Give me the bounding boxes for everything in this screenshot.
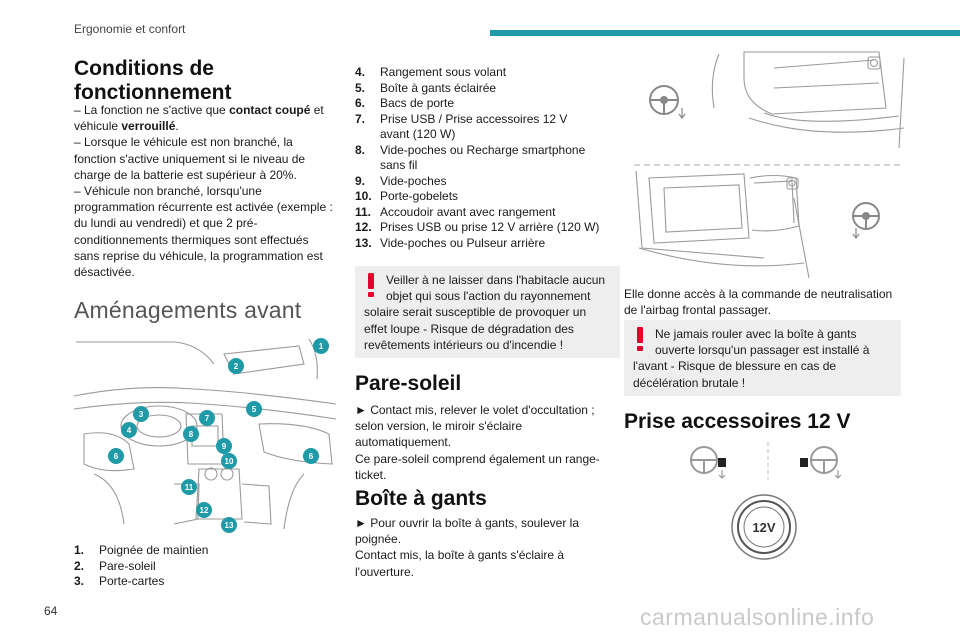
callout-1: 1 bbox=[319, 342, 324, 351]
condition-item-1: – La fonction ne s'active que contact co… bbox=[74, 103, 324, 134]
list-item: 3.Porte-cartes bbox=[74, 574, 165, 588]
warning-box-sun: Veiller à ne laisser dans l'habitacle au… bbox=[355, 266, 620, 358]
warning-icon bbox=[633, 326, 653, 356]
socket-illustration: 12V bbox=[664, 440, 884, 560]
airbag-text: Elle donne accès à la commande de neutra… bbox=[624, 287, 893, 318]
fittings-list-2: 4.Rangement sous volant 5.Boîte à gants … bbox=[355, 65, 620, 251]
callout-8: 8 bbox=[189, 430, 194, 439]
warning-icon bbox=[364, 272, 384, 302]
glovebox-heading: Boîte à gants bbox=[355, 487, 487, 510]
glovebox-illustration bbox=[624, 48, 909, 283]
list-item: 8.Vide-poches ou Recharge smartphone san… bbox=[355, 142, 586, 173]
list-item: 11.Accoudoir avant avec rangement bbox=[355, 204, 556, 219]
fittings-list-1: 1.Poignée de maintien 2.Pare-soleil 3.Po… bbox=[74, 543, 336, 590]
socket-label: 12V bbox=[752, 520, 775, 535]
list-item: 10.Porte-gobelets bbox=[355, 189, 459, 203]
callout-11: 11 bbox=[185, 483, 194, 492]
list-item: 12.Prises USB ou prise 12 V arrière (120… bbox=[355, 220, 600, 234]
warning-box-glovebox: Ne jamais rouler avec la boîte à gants o… bbox=[624, 320, 901, 396]
callout-7: 7 bbox=[205, 414, 210, 423]
list-item: 7.Prise USB / Prise accessoires 12 V ava… bbox=[355, 111, 568, 142]
conditions-heading: Conditions de fonctionnement bbox=[74, 57, 232, 104]
list-item: 4.Rangement sous volant bbox=[355, 65, 507, 79]
steering-wheel-icon-left bbox=[690, 446, 726, 479]
list-item: 5.Boîte à gants éclairée bbox=[355, 80, 497, 95]
list-item: 1.Poignée de maintien bbox=[74, 543, 209, 557]
callout-12: 12 bbox=[200, 506, 209, 515]
list-item: 13.Vide-poches ou Pulseur arrière bbox=[355, 235, 546, 250]
socket-12v-icon: 12V bbox=[731, 494, 797, 560]
callout-5: 5 bbox=[252, 405, 257, 414]
callout-10: 10 bbox=[225, 457, 234, 466]
callout-6-right: 6 bbox=[309, 452, 314, 461]
condition-item-3: – Véhicule non branché, lorsqu'une progr… bbox=[74, 184, 333, 280]
steering-wheel-icon-bottom bbox=[852, 202, 880, 239]
list-item: 2.Pare-soleil bbox=[74, 558, 156, 573]
condition-item-2: – Lorsque le véhicule est non branché, l… bbox=[74, 135, 306, 182]
sunvisor-heading: Pare-soleil bbox=[355, 372, 462, 395]
list-item: 9.Vide-poches bbox=[355, 173, 447, 188]
conditions-text: – La fonction ne s'active que contact co… bbox=[74, 102, 336, 280]
callout-4: 4 bbox=[127, 426, 132, 435]
cockpit-illustration: 1 2 3 4 5 6 7 8 9 10 11 12 13 6 bbox=[73, 334, 337, 534]
front-fittings-heading: Aménagements avant bbox=[74, 297, 302, 323]
callout-2: 2 bbox=[234, 362, 239, 371]
page-number: 64 bbox=[44, 604, 58, 618]
glovebox-text: ► Pour ouvrir la boîte à gants, soulever… bbox=[355, 516, 579, 579]
list-item: 6.Bacs de porte bbox=[355, 96, 455, 110]
socket-heading: Prise accessoires 12 V bbox=[624, 410, 851, 433]
callout-9: 9 bbox=[222, 442, 227, 451]
header-accent-bar bbox=[490, 30, 960, 36]
steering-wheel-icon-top bbox=[649, 85, 686, 119]
steering-wheel-icon-right bbox=[800, 446, 842, 479]
watermark: carmanualsonline.info bbox=[640, 604, 875, 630]
callout-6: 6 bbox=[114, 452, 119, 461]
callout-13: 13 bbox=[225, 521, 234, 530]
running-header: Ergonomie et confort bbox=[74, 22, 186, 36]
callout-3: 3 bbox=[139, 410, 144, 419]
sunvisor-text: ► Contact mis, relever le volet d'occult… bbox=[355, 403, 600, 482]
